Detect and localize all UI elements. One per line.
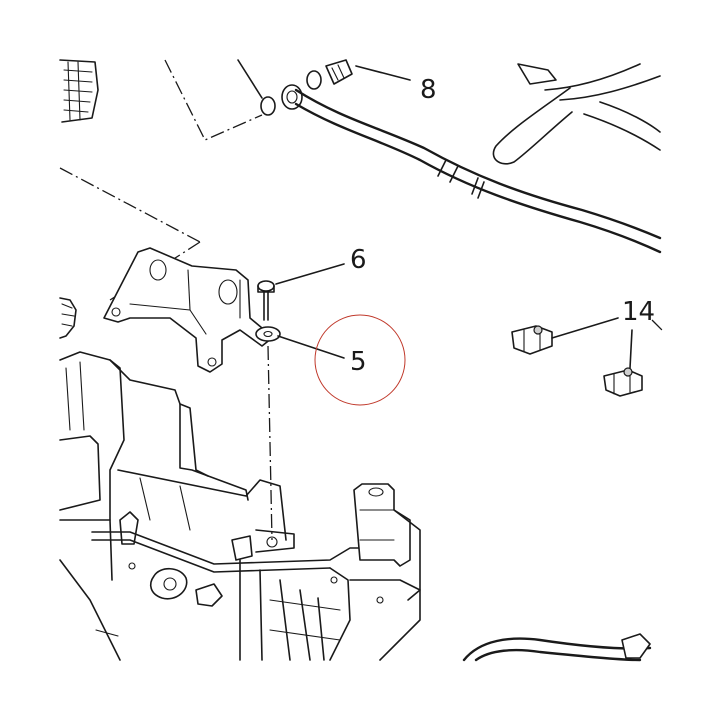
callout-14: 14 — [622, 297, 655, 327]
clip-part-14-a — [511, 325, 553, 355]
leader-14-a — [551, 317, 619, 339]
leader-8 — [355, 65, 411, 81]
screw-part-6 — [257, 280, 275, 321]
callout-5: 5 — [350, 347, 367, 377]
callout-leaders — [275, 65, 663, 369]
gear-fragment-left — [59, 297, 77, 339]
battery-tray-frame — [59, 351, 652, 662]
callout-6: 6 — [350, 245, 367, 275]
leader-6 — [275, 263, 345, 285]
highlight-circle-part-5 — [314, 314, 406, 406]
leader-5 — [277, 335, 345, 359]
engine-fragment-top-left — [59, 59, 99, 123]
assembly-axis — [267, 345, 273, 541]
mounting-bracket — [103, 247, 273, 373]
clip-part-14-b — [603, 367, 643, 397]
leader-14-b — [629, 329, 633, 369]
washer-part-5 — [255, 326, 281, 342]
lever-arm-top-right — [492, 63, 661, 165]
leader-14-dash — [651, 319, 663, 331]
hose-assembly — [59, 59, 662, 301]
callout-8: 8 — [420, 75, 437, 105]
